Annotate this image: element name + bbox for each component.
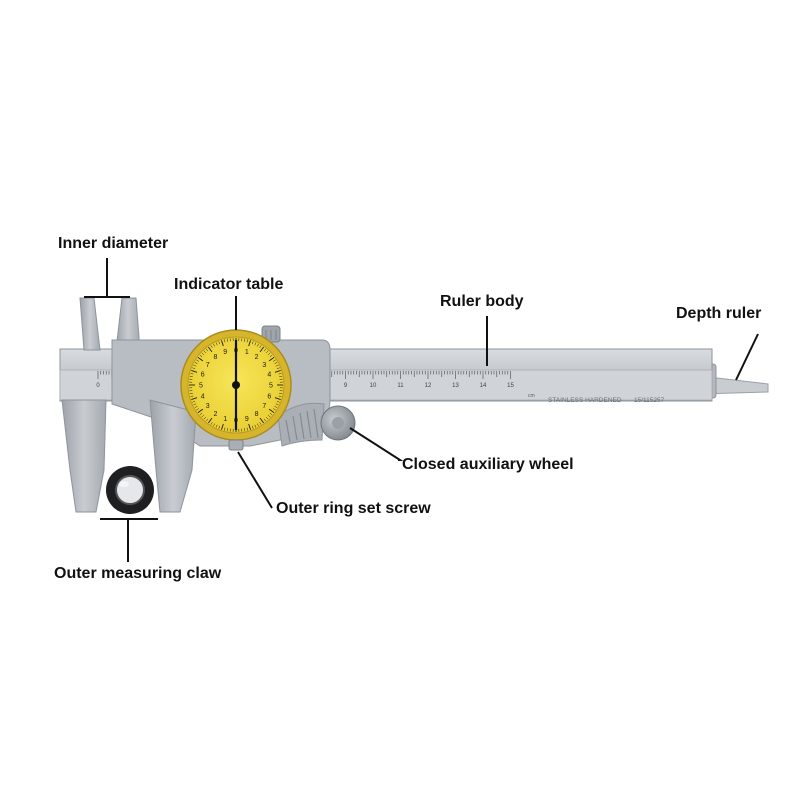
- dial-number: 1: [245, 349, 249, 356]
- dial-number: 9: [223, 349, 227, 356]
- ruler-engraving: STAINLESS HARDENED: [548, 397, 622, 404]
- ruler-scale-number: 12: [425, 383, 432, 389]
- dial-number: 5: [269, 383, 273, 390]
- ruler-scale-number: 14: [480, 383, 487, 389]
- ruler-scale-number: 15: [507, 383, 514, 389]
- dial-number: 7: [262, 403, 266, 410]
- ruler-scale-number: 11: [397, 383, 404, 389]
- label-depth-ruler: Depth ruler: [676, 305, 761, 323]
- dial-number: 2: [255, 354, 259, 361]
- dial-number: 6: [267, 393, 271, 400]
- leader-outer-ring-set-screw: [238, 452, 272, 508]
- dial-number: 4: [267, 372, 271, 379]
- dial-number: 8: [255, 411, 259, 418]
- dial-number: 2: [213, 411, 217, 418]
- fixed-jaw: [62, 298, 106, 512]
- label-outer-ring-set-screw: Outer ring set screw: [276, 500, 431, 518]
- dial-number: 3: [206, 403, 210, 410]
- dial-number: 5: [199, 383, 203, 390]
- dial-number: 6: [201, 372, 205, 379]
- ruler-scale-number: 13: [452, 383, 459, 389]
- ruler-scale-number: 10: [370, 383, 377, 389]
- ruler-serial: 15/115257: [634, 397, 665, 404]
- label-indicator-table: Indicator table: [174, 276, 283, 294]
- dial-number: 4: [201, 393, 205, 400]
- dial-number: 1: [223, 416, 227, 423]
- ring-gauge: [106, 466, 154, 514]
- dial-number: 7: [206, 362, 210, 369]
- leader-depth-ruler: [736, 334, 758, 380]
- dial-number: 3: [262, 362, 266, 369]
- label-inner-diameter: Inner diameter: [58, 235, 168, 253]
- auxiliary-wheel: [321, 406, 355, 440]
- leader-closed-auxiliary-wheel: [350, 428, 400, 460]
- label-ruler-body: Ruler body: [440, 293, 524, 311]
- dial-number: 9: [245, 416, 249, 423]
- label-closed-auxiliary-wheel: Closed auxiliary wheel: [402, 456, 574, 474]
- dial-number: 8: [213, 354, 217, 361]
- label-outer-measuring-claw: Outer measuring claw: [54, 565, 221, 583]
- ruler-unit: cm: [528, 393, 535, 399]
